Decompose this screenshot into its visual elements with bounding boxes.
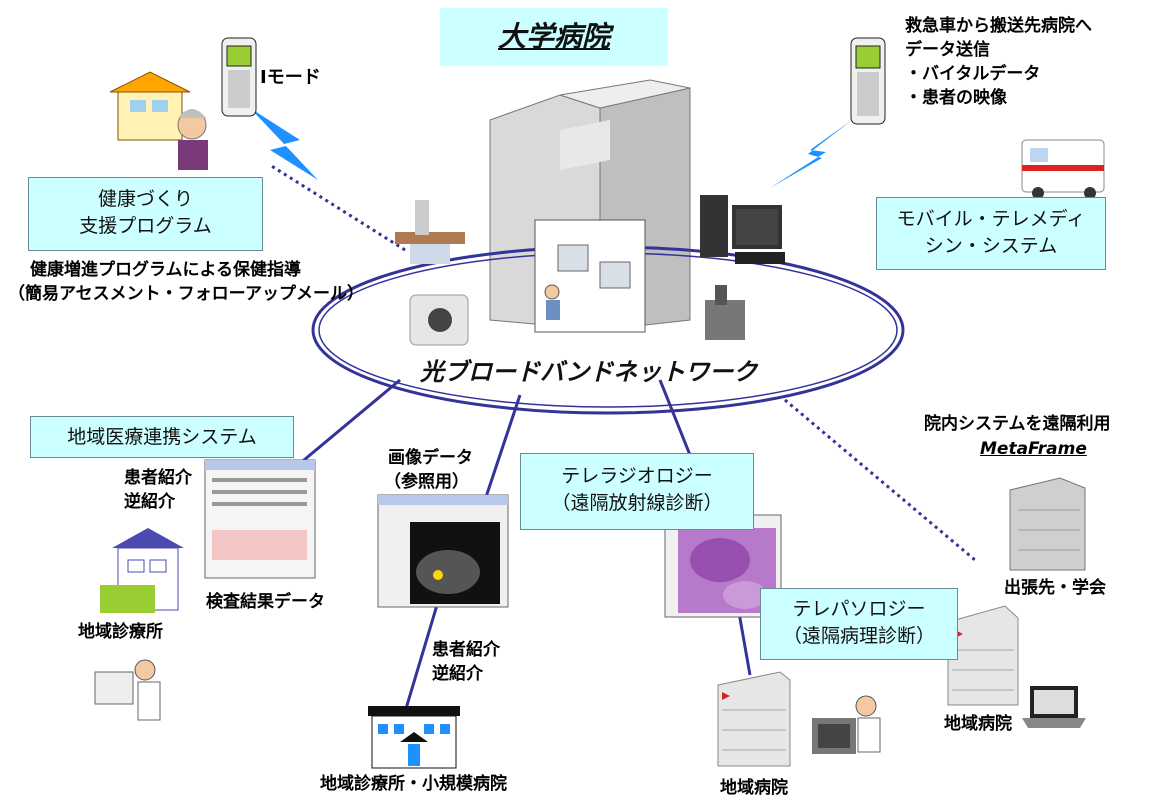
mobile-note-line1: 救急車から搬送先病院へ: [905, 16, 1092, 36]
remote-title: 院内システムを遠隔利用: [924, 414, 1111, 434]
referral-document-icon: [204, 459, 316, 579]
regional-hospital-bottom-label: 地域病院: [720, 778, 788, 798]
pathologist-microscope-icon: [812, 695, 881, 754]
mobile-phone-right-icon: [850, 37, 886, 125]
regional-hospital-right-icon: [947, 605, 1019, 706]
health-program-title-line1: 健康づくり: [97, 188, 193, 210]
clinic-house-icon: [100, 528, 184, 613]
remote-site-label: 出張先・学会: [1004, 578, 1106, 598]
health-program-title-line2: 支援プログラム: [79, 215, 212, 237]
link-small-hospital: [403, 594, 442, 713]
laptop-icon: [1022, 686, 1086, 728]
regional-title-box: 地域医療連携システム: [30, 416, 294, 458]
lightning-left-icon: [250, 108, 318, 180]
mobile-note-line3: ・バイタルデータ: [905, 64, 1041, 84]
house-icon: [109, 71, 191, 141]
teleradiology-title-line2: （遠隔放射線診断）: [551, 492, 723, 514]
network-label: 光ブロードバンドネットワーク: [420, 358, 758, 386]
imode-label: Iモード: [260, 67, 321, 88]
health-program-desc-line1: 健康増進プログラムによる保健指導: [30, 260, 301, 280]
lightning-right-icon: [770, 120, 852, 188]
regional-title: 地域医療連携システム: [67, 426, 257, 448]
regional-referral-line1: 患者紹介: [124, 468, 192, 488]
mobile-note-line4: ・患者の映像: [905, 88, 1007, 108]
health-program-desc-line2: （簡易アセスメント・フォローアップメール）: [8, 284, 364, 304]
telepathology-title-line2: （遠隔病理診断）: [782, 625, 935, 647]
pc-monitors-icon: [700, 195, 785, 264]
small-hospital-label: 地域診療所・小規模病院: [320, 774, 507, 794]
teleradiology-title-line1: テレラジオロジー: [561, 465, 713, 487]
regional-referral-line2: 逆紹介: [124, 492, 175, 512]
image-data-title-line1: 画像データ: [388, 448, 473, 468]
image-referral-line1: 患者紹介: [432, 640, 500, 660]
mobile-phone-left-icon: [221, 37, 257, 117]
clinic-label: 地域診療所: [78, 622, 163, 642]
microscope-icon: [705, 285, 745, 340]
health-program-box: 健康づくり 支援プログラム: [28, 177, 263, 251]
image-referral-line2: 逆紹介: [432, 664, 483, 684]
telepathology-title-line1: テレパソロジー: [792, 598, 926, 620]
mobile-note-line2: データ送信: [905, 40, 990, 60]
remote-building-icon: [1009, 477, 1086, 571]
link-imode-dotted: [269, 163, 406, 252]
elderly-person-icon: [177, 109, 208, 170]
regional-hospital-right-label: 地域病院: [944, 714, 1012, 734]
telepathology-box: テレパソロジー （遠隔病理診断）: [760, 588, 958, 660]
image-data-title-line2: （参照用）: [384, 472, 469, 492]
mobile-telemedicine-box: モバイル・テレメディ シン・システム: [876, 197, 1106, 270]
university-hospital-label: 大学病院: [497, 20, 610, 53]
university-hospital-title: 大学病院: [440, 8, 668, 66]
link-teleradiology: [658, 379, 692, 456]
metaframe-label: MetaFrame: [980, 439, 1087, 459]
teleradiology-box: テレラジオロジー （遠隔放射線診断）: [520, 453, 754, 530]
ct-scanner-icon: [409, 294, 469, 346]
xray-table-icon: [395, 200, 465, 264]
ct-image-viewer-icon: [377, 494, 509, 608]
ambulance-icon: [1021, 139, 1105, 199]
regional-hospital-bottom-icon: [717, 671, 791, 767]
test-results-label: 検査結果データ: [206, 592, 325, 612]
link-image-data: [483, 394, 522, 501]
mobile-title-line2: シン・システム: [924, 235, 1058, 257]
mobile-title-line1: モバイル・テレメディ: [896, 208, 1086, 230]
doctor-at-computer-icon: [94, 659, 161, 721]
small-hospital-icon: [368, 706, 460, 769]
